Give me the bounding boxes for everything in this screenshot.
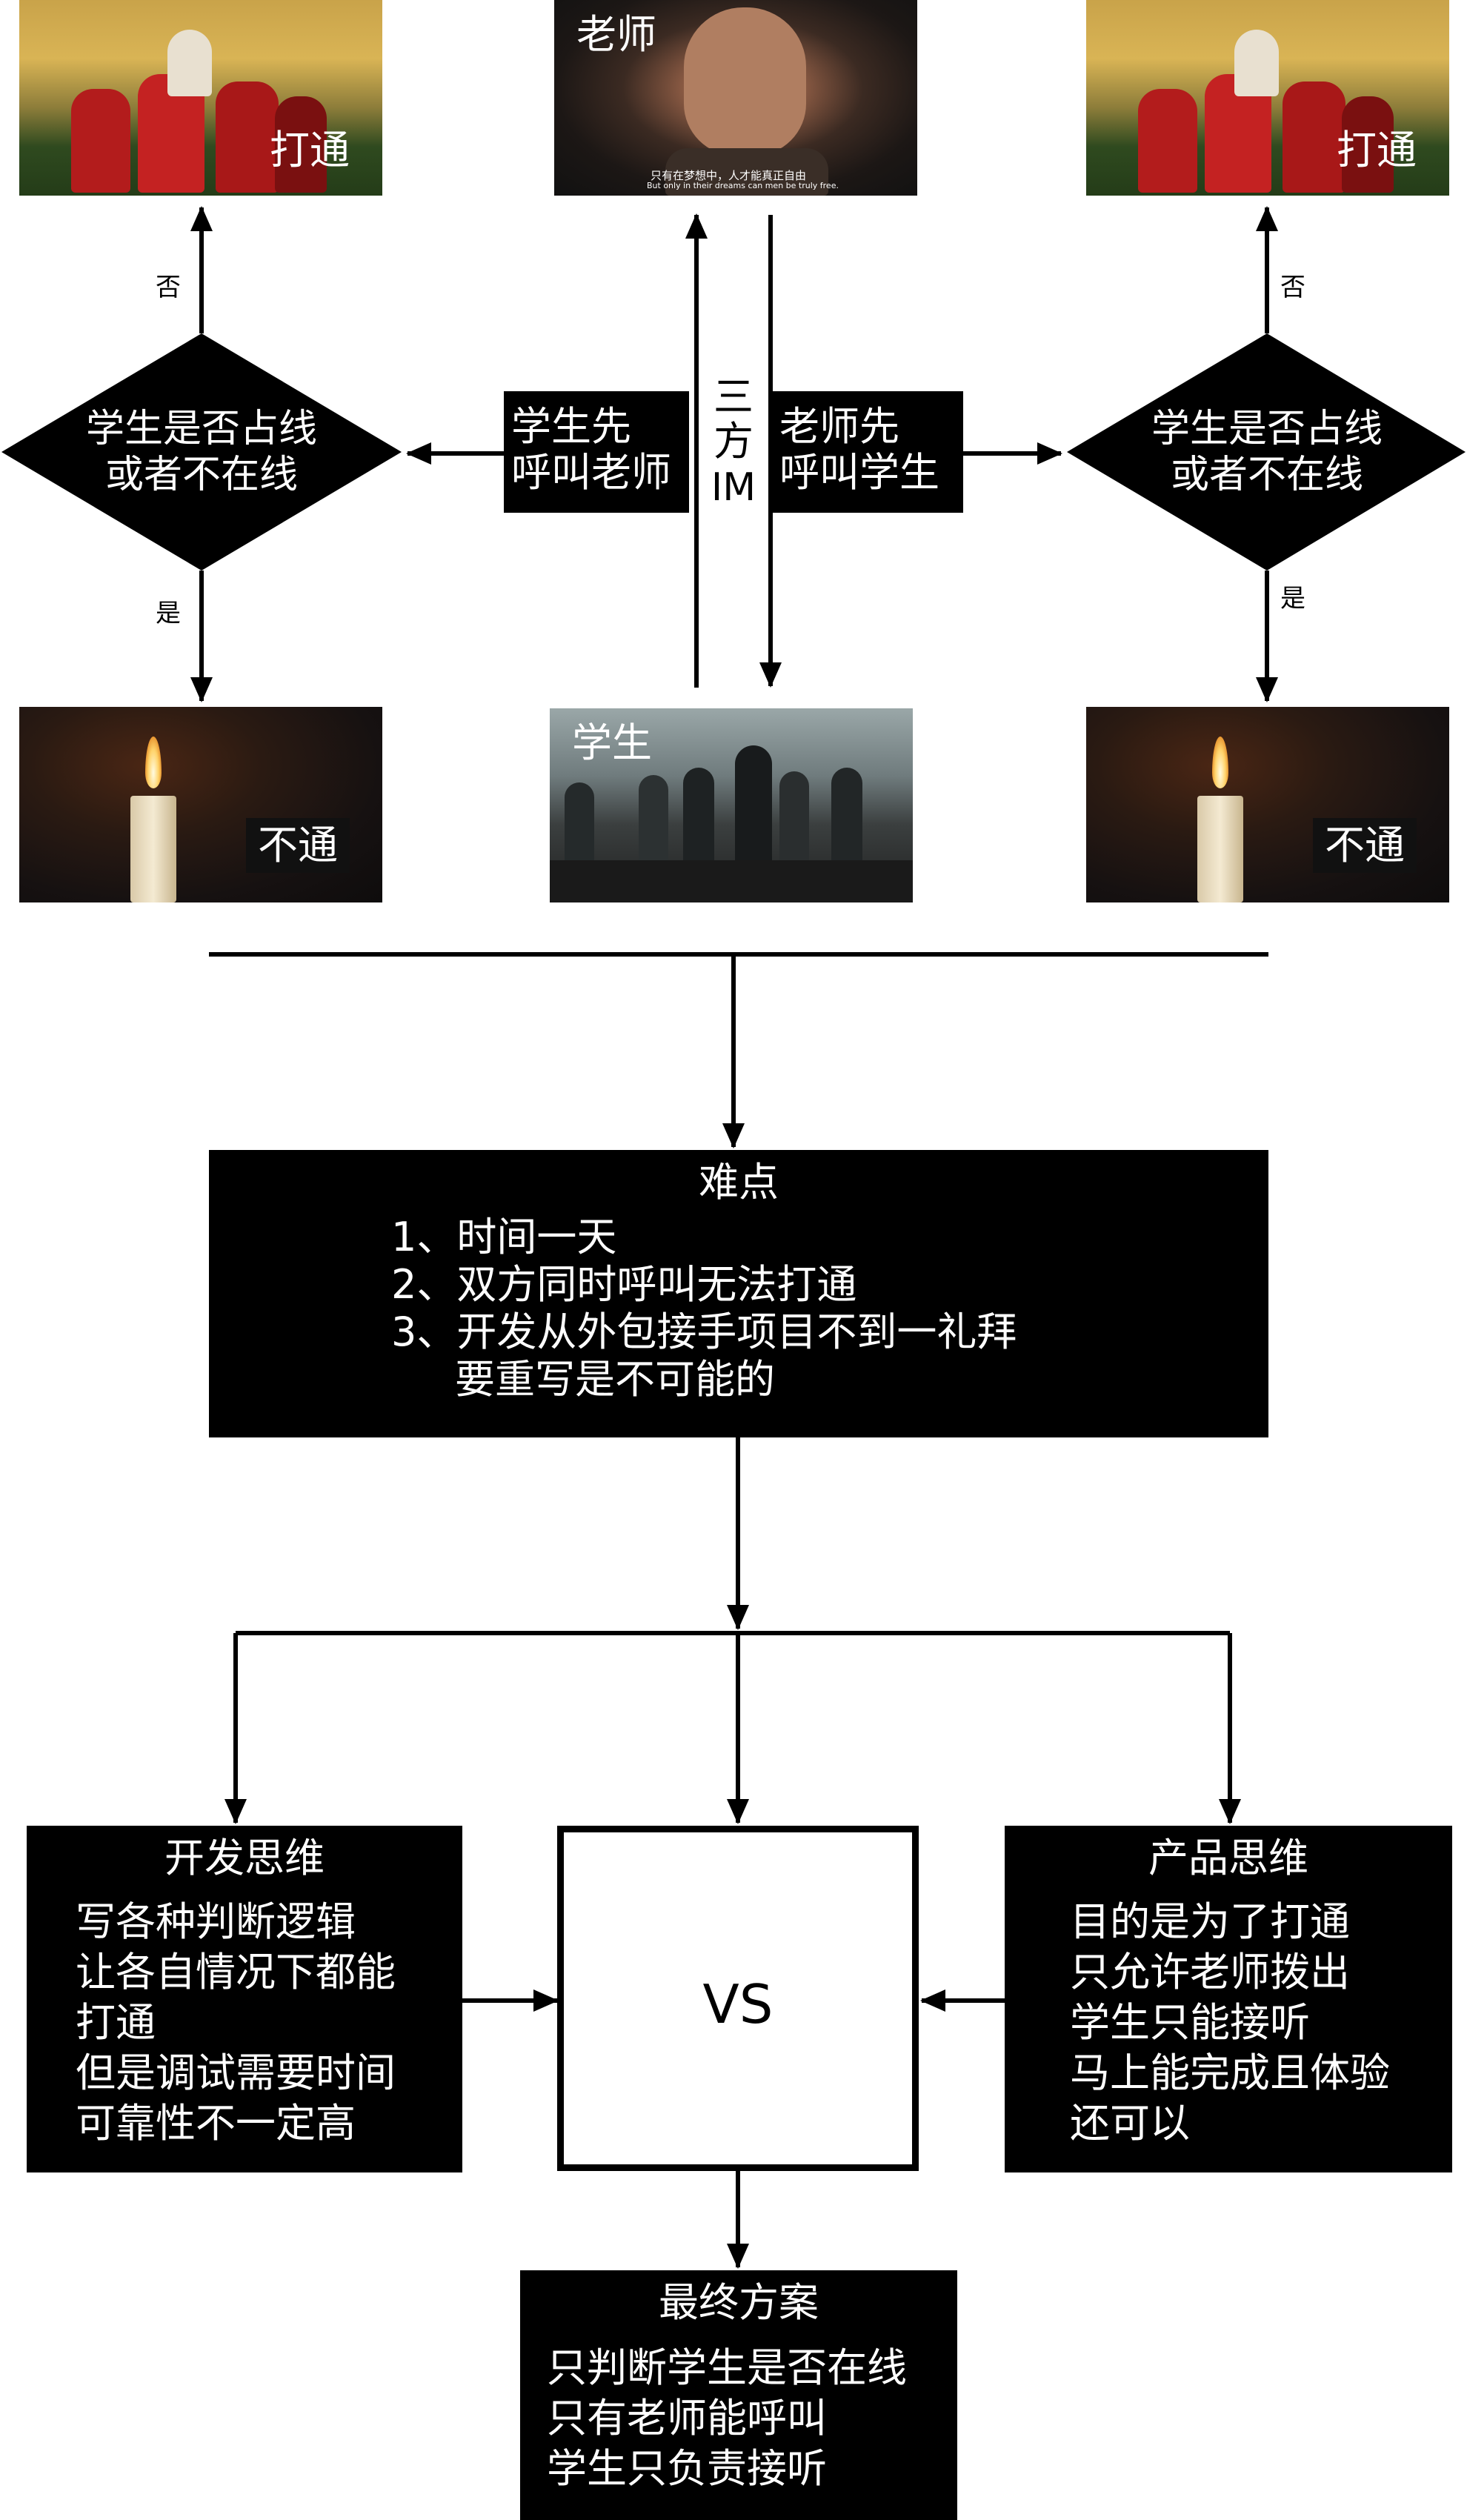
difficulty-line-2: 2、双方同时呼叫无法打通 bbox=[391, 1261, 857, 1308]
celebration-caption-right: 打通 bbox=[1337, 127, 1417, 173]
celebration-caption-left: 打通 bbox=[270, 127, 350, 173]
difficulty-line-1: 1、时间一天 bbox=[391, 1214, 617, 1260]
three-way-im-label: 三 方 IM bbox=[702, 375, 765, 523]
product-thinking-line-4: 马上能完成且体验 bbox=[1070, 2049, 1390, 2096]
final-plan-line-3: 学生只负责接听 bbox=[547, 2445, 827, 2492]
teacher-first-line2: 呼叫学生 bbox=[779, 449, 939, 496]
right-no-label: 否 bbox=[1280, 273, 1305, 302]
three-way-im-line2: 方 bbox=[713, 418, 754, 465]
right-decision-line2: 或者不在线 bbox=[1170, 453, 1363, 497]
dev-thinking-line-4: 但是调试需要时间 bbox=[76, 2049, 396, 2096]
candle-caption-left: 不通 bbox=[246, 818, 350, 873]
teacher-subtitle-cn: 只有在梦想中，人才能真正自由 bbox=[651, 169, 807, 182]
vs-box: VS bbox=[557, 1826, 919, 2171]
celebration-image-right: 打通 bbox=[1086, 0, 1449, 196]
three-way-im-line1: 三 bbox=[713, 373, 754, 420]
left-decision-diamond bbox=[1, 333, 402, 571]
dev-thinking-line-3: 打通 bbox=[76, 1999, 156, 2046]
teacher-subtitle-en: But only in their dreams can men be trul… bbox=[647, 181, 839, 190]
teacher-caption: 老师 bbox=[576, 11, 656, 58]
teacher-first-line1: 老师先 bbox=[779, 403, 899, 450]
difficulty-title: 难点 bbox=[699, 1159, 779, 1206]
product-thinking-line-5: 还可以 bbox=[1070, 2100, 1190, 2147]
difficulty-box: 难点 1、时间一天 2、双方同时呼叫无法打通 3、开发从外包接手项目不到一礼拜 … bbox=[209, 1150, 1268, 1437]
left-no-label: 否 bbox=[156, 273, 181, 302]
teacher-first-call-box: 老师先 呼叫学生 bbox=[771, 391, 963, 513]
candle-caption-right: 不通 bbox=[1313, 818, 1417, 873]
difficulty-line-3: 3、开发从外包接手项目不到一礼拜 bbox=[391, 1309, 1017, 1355]
student-first-line1: 学生先 bbox=[511, 403, 631, 450]
product-thinking-box: 产品思维 目的是为了打通 只允许老师拨出 学生只能接听 马上能完成且体验 还可以 bbox=[1005, 1826, 1452, 2172]
dev-thinking-title: 开发思维 bbox=[164, 1835, 325, 1881]
product-thinking-title: 产品思维 bbox=[1148, 1835, 1308, 1881]
right-yes-label: 是 bbox=[1280, 584, 1305, 614]
left-decision-line1: 学生是否占线 bbox=[85, 407, 317, 451]
final-plan-line-1: 只判断学生是否在线 bbox=[547, 2344, 907, 2391]
left-decision-line2: 或者不在线 bbox=[104, 453, 298, 497]
candle-image-right: 不通 bbox=[1086, 707, 1449, 902]
celebration-image-left: 打通 bbox=[19, 0, 382, 196]
final-plan-title: 最终方案 bbox=[659, 2279, 819, 2326]
vs-label: VS bbox=[702, 1973, 774, 2035]
final-plan-box: 最终方案 只判断学生是否在线 只有老师能呼叫 学生只负责接听 bbox=[520, 2270, 957, 2520]
student-first-line2: 呼叫老师 bbox=[511, 449, 671, 496]
teacher-image: 老师 只有在梦想中，人才能真正自由 But only in their drea… bbox=[554, 0, 917, 196]
final-plan-line-2: 只有老师能呼叫 bbox=[547, 2395, 827, 2441]
product-thinking-line-3: 学生只能接听 bbox=[1070, 1999, 1310, 2046]
right-decision-diamond bbox=[1067, 333, 1466, 571]
right-decision-line1: 学生是否占线 bbox=[1151, 407, 1383, 451]
student-first-call-box: 学生先 呼叫老师 bbox=[504, 391, 689, 513]
product-thinking-line-2: 只允许老师拨出 bbox=[1070, 1949, 1350, 1995]
student-image: 学生 bbox=[550, 708, 913, 902]
product-thinking-line-1: 目的是为了打通 bbox=[1070, 1898, 1350, 1945]
dev-thinking-line-5: 可靠性不一定高 bbox=[76, 2100, 356, 2147]
dev-thinking-line-1: 写各种判断逻辑 bbox=[76, 1898, 356, 1945]
candle-image-left: 不通 bbox=[19, 707, 382, 902]
left-yes-label: 是 bbox=[156, 599, 181, 628]
difficulty-line-4: 要重写是不可能的 bbox=[455, 1356, 775, 1403]
dev-thinking-box: 开发思维 写各种判断逻辑 让各自情况下都能 打通 但是调试需要时间 可靠性不一定… bbox=[27, 1826, 462, 2172]
student-caption: 学生 bbox=[572, 719, 652, 766]
three-way-im-line3: IM bbox=[711, 465, 756, 510]
dev-thinking-line-2: 让各自情况下都能 bbox=[76, 1949, 396, 1995]
